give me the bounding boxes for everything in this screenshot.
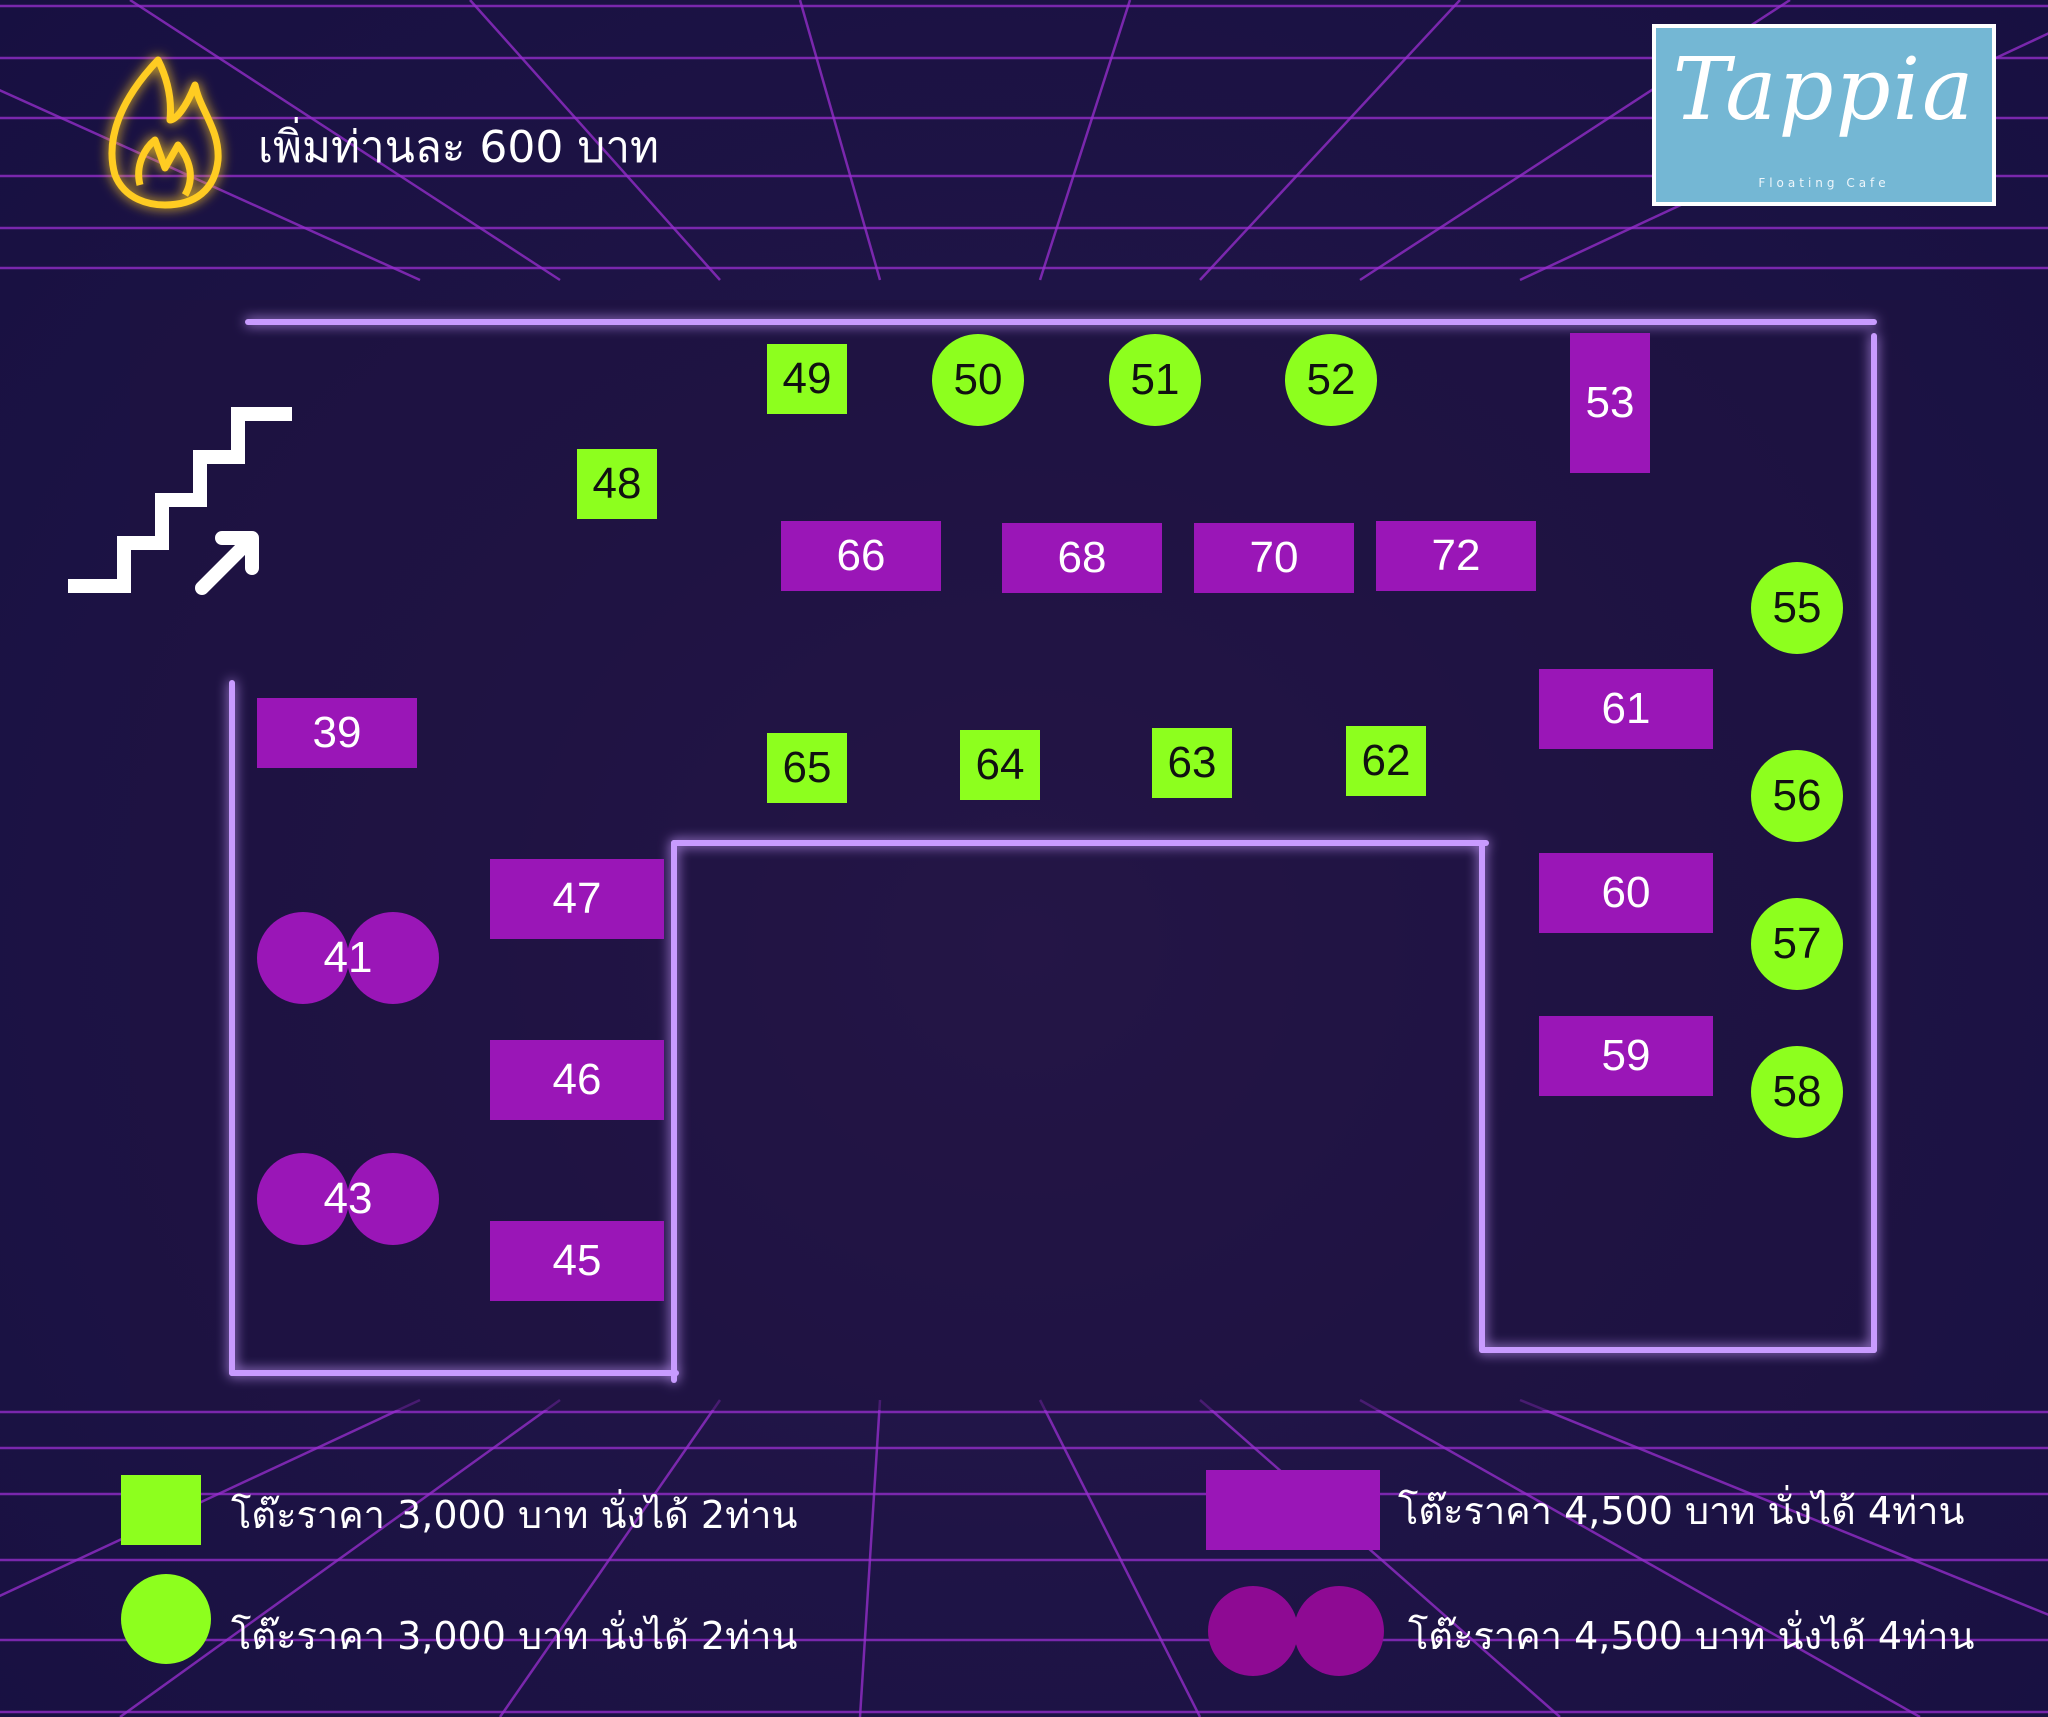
table-49[interactable]: 49 bbox=[767, 344, 847, 414]
table-41[interactable]: 41 bbox=[257, 912, 439, 1004]
neon-walls bbox=[229, 319, 1877, 1383]
table-70[interactable]: 70 bbox=[1194, 523, 1354, 593]
legend-green-square-text: โต๊ะราคา 3,000 บาท นั่งได้ 2ท่าน bbox=[231, 1493, 798, 1537]
table-56[interactable]: 56 bbox=[1751, 750, 1843, 842]
legend-green-square-swatch bbox=[121, 1475, 201, 1545]
table-68[interactable]: 68 bbox=[1002, 523, 1162, 593]
logo-tagline: Floating Cafe bbox=[1758, 176, 1890, 190]
table-45[interactable]: 45 bbox=[490, 1221, 664, 1301]
table-43-seat-right bbox=[347, 1153, 439, 1245]
table-63[interactable]: 63 bbox=[1152, 728, 1232, 798]
table-57[interactable]: 57 bbox=[1751, 898, 1843, 990]
table-41-label: 41 bbox=[323, 933, 373, 982]
legend-purple-pair-text: โต๊ะราคา 4,500 บาท นั่งได้ 4ท่าน bbox=[1408, 1614, 1975, 1658]
table-51[interactable]: 51 bbox=[1109, 334, 1201, 426]
legend-green-circle-text: โต๊ะราคา 3,000 บาท นั่งได้ 2ท่าน bbox=[231, 1614, 798, 1658]
table-66[interactable]: 66 bbox=[781, 521, 941, 591]
legend-purple-rect-text: โต๊ะราคา 4,500 บาท นั่งได้ 4ท่าน bbox=[1398, 1489, 1965, 1533]
table-64[interactable]: 64 bbox=[960, 730, 1040, 800]
table-59[interactable]: 59 bbox=[1539, 1016, 1713, 1096]
table-52[interactable]: 52 bbox=[1285, 334, 1377, 426]
table-60[interactable]: 60 bbox=[1539, 853, 1713, 933]
table-62[interactable]: 62 bbox=[1346, 726, 1426, 796]
legend-purple-pair-dot-right bbox=[1294, 1586, 1384, 1676]
table-43-label: 43 bbox=[323, 1174, 373, 1223]
table-65[interactable]: 65 bbox=[767, 733, 847, 803]
legend-purple-rect-swatch bbox=[1206, 1470, 1380, 1550]
table-41-seat-left bbox=[257, 912, 349, 1004]
table-43[interactable]: 43 bbox=[257, 1153, 439, 1245]
surcharge-note: เพิ่มท่านละ 600 บาท bbox=[258, 122, 660, 173]
flame-icon bbox=[108, 56, 222, 209]
table-61[interactable]: 61 bbox=[1539, 669, 1713, 749]
stairs-icon bbox=[68, 407, 292, 595]
table-53[interactable]: 53 bbox=[1570, 333, 1650, 473]
logo-name: Tappia bbox=[1672, 40, 1976, 140]
tappia-logo: Tappia Floating Cafe bbox=[1652, 24, 1996, 206]
table-48[interactable]: 48 bbox=[577, 449, 657, 519]
legend-purple-pair-swatch bbox=[1208, 1586, 1384, 1676]
table-50[interactable]: 50 bbox=[932, 334, 1024, 426]
table-55[interactable]: 55 bbox=[1751, 562, 1843, 654]
table-46[interactable]: 46 bbox=[490, 1040, 664, 1120]
table-39[interactable]: 39 bbox=[257, 698, 417, 768]
table-72[interactable]: 72 bbox=[1376, 521, 1536, 591]
table-47[interactable]: 47 bbox=[490, 859, 664, 939]
legend-purple-pair-dot-left bbox=[1208, 1586, 1298, 1676]
table-41-seat-right bbox=[347, 912, 439, 1004]
legend-green-circle-swatch bbox=[121, 1574, 211, 1664]
table-43-seat-left bbox=[257, 1153, 349, 1245]
table-58[interactable]: 58 bbox=[1751, 1046, 1843, 1138]
